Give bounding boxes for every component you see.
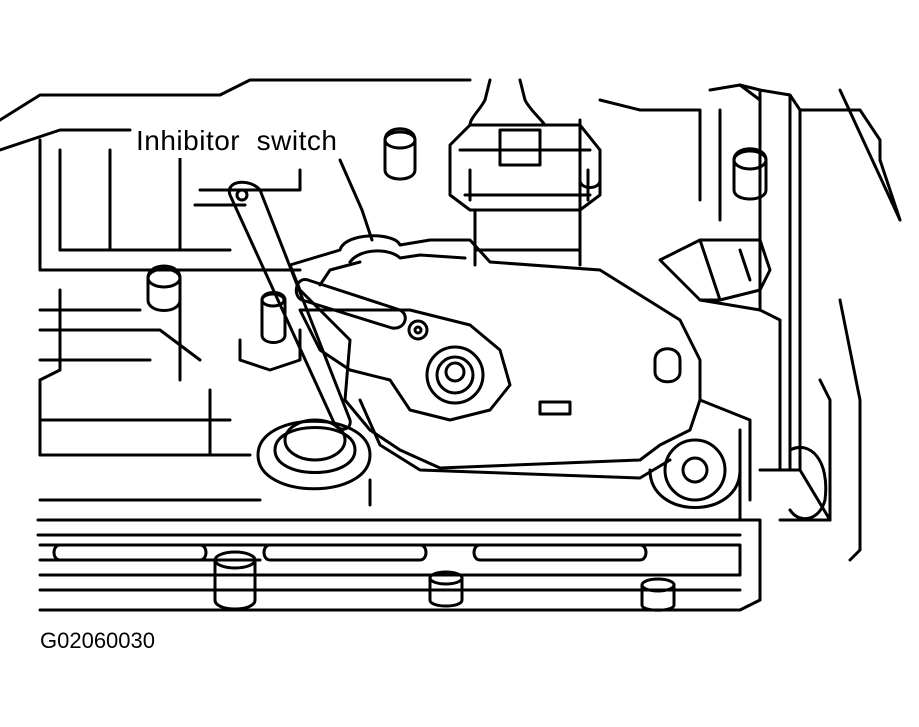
case-bosses xyxy=(146,127,768,509)
manual-lever-plate xyxy=(298,308,512,422)
callout-leader-line xyxy=(338,158,374,242)
connector xyxy=(448,78,602,267)
inhibitor-switch-body xyxy=(288,234,702,480)
case-outline xyxy=(0,78,902,612)
oil-pan-rail xyxy=(38,543,742,612)
figure-code: G02060030 xyxy=(40,628,155,653)
inhibitor-switch-label: Inhibitor switch xyxy=(136,124,338,158)
detent-arm xyxy=(227,180,372,491)
